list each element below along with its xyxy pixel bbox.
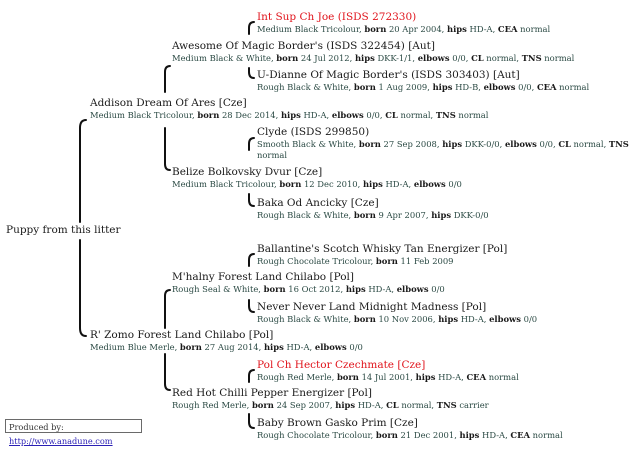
ssd-name: U-Dianne Of Magic Border's (ISDS 303403)… [257,69,520,81]
sds-name: Clyde (ISDS 299850) [257,126,370,138]
ddd-name: Baby Brown Gasko Prim [Cze] [257,417,418,429]
ssd-desc: Rough Black & White, born 1 Aug 2009, hi… [257,82,590,92]
dss-node: Ballantine's Scotch Whisky Tan Energizer… [257,243,507,267]
puppy-label: Puppy from this litter [6,224,121,236]
sdd-name: Baka Od Ancicky [Cze] [257,197,379,209]
connector-dam-upper [164,289,171,329]
connector-g3-1 [248,21,255,35]
sss-node: Int Sup Ch Joe (ISDS 272330) Medium Blac… [257,11,550,35]
connector-g3-5 [248,253,255,267]
sds-desc: Smooth Black & White, born 27 Sep 2008, … [257,139,629,149]
sds-desc-line2: normal [257,150,288,160]
sire-sire-desc: Medium Black & White, born 24 Jul 2012, … [172,53,575,63]
dsd-name: Never Never Land Midnight Madness [Pol] [257,301,487,313]
sdd-desc: Rough Black & White, born 9 Apr 2007, hi… [257,210,489,220]
dam-node: R' Zomo Forest Land Chilabo [Pol] Medium… [90,329,363,353]
dam-dam-name: Red Hot Chilli Pepper Energizer [Pol] [172,387,372,399]
connector-sire-lower [164,127,171,171]
sds-node: Clyde (ISDS 299850) Smooth Black & White… [257,126,629,161]
sss-name: Int Sup Ch Joe (ISDS 272330) [257,11,417,23]
sdd-node: Baka Od Ancicky [Cze] Rough Black & Whit… [257,197,489,221]
connector-g3-3 [248,137,255,151]
connector-g3-8 [248,413,255,429]
connector-g3-6 [248,299,255,313]
connector-g3-4 [248,193,255,207]
connector-sire-upper [164,65,171,93]
anadune-link[interactable]: http://www.anadune.com [9,436,113,446]
connector-dam-lower [164,353,171,391]
ddd-node: Baby Brown Gasko Prim [Cze] Rough Chocol… [257,417,563,441]
sire-desc: Medium Black Tricolour, born 28 Dec 2014… [90,110,489,120]
dam-name: R' Zomo Forest Land Chilabo [Pol] [90,329,274,341]
sss-desc: Medium Black Tricolour, born 20 Apr 2004… [257,24,551,34]
sire-dam-node: Belize Bolkovsky Dvur [Cze] Medium Black… [172,166,462,190]
ddd-desc: Rough Chocolate Tricolour, born 21 Dec 2… [257,430,563,440]
dds-desc: Rough Red Merle, born 14 Jul 2001, hips … [257,372,519,382]
dam-desc: Medium Blue Merle, born 27 Aug 2014, hip… [90,342,363,352]
connector-g3-2 [248,67,255,79]
dsd-desc: Rough Black & White, born 10 Nov 2006, h… [257,314,538,324]
dam-dam-desc: Rough Red Merle, born 24 Sep 2007, hips … [172,400,489,410]
dds-name: Pol Ch Hector Czechmate [Cze] [257,359,426,371]
sire-name: Addison Dream Of Ares [Cze] [90,97,247,109]
sire-sire-node: Awesome Of Magic Border's (ISDS 322454) … [172,40,574,64]
produced-by-box: Produced by: http://www.anadune.com [5,419,142,446]
dam-sire-name: M'halny Forest Land Chilabo [Pol] [172,271,354,283]
dam-sire-desc: Rough Seal & White, born 16 Oct 2012, hi… [172,284,445,294]
dam-dam-node: Red Hot Chilli Pepper Energizer [Pol] Ro… [172,387,489,411]
sire-node: Addison Dream Of Ares [Cze] Medium Black… [90,97,488,121]
sire-sire-name: Awesome Of Magic Border's (ISDS 322454) … [172,40,435,52]
ssd-node: U-Dianne Of Magic Border's (ISDS 303403)… [257,69,589,93]
connector-main [79,119,87,337]
dds-node: Pol Ch Hector Czechmate [Cze] Rough Red … [257,359,519,383]
dsd-node: Never Never Land Midnight Madness [Pol] … [257,301,537,325]
dss-name: Ballantine's Scotch Whisky Tan Energizer… [257,243,508,255]
dss-desc: Rough Chocolate Tricolour, born 11 Feb 2… [257,256,454,266]
produced-by-label: Produced by: [9,422,64,432]
sire-dam-desc: Medium Black Tricolour, born 12 Dec 2010… [172,179,462,189]
sire-dam-name: Belize Bolkovsky Dvur [Cze] [172,166,323,178]
connector-g3-7 [248,369,255,383]
dam-sire-node: M'halny Forest Land Chilabo [Pol] Rough … [172,271,445,295]
